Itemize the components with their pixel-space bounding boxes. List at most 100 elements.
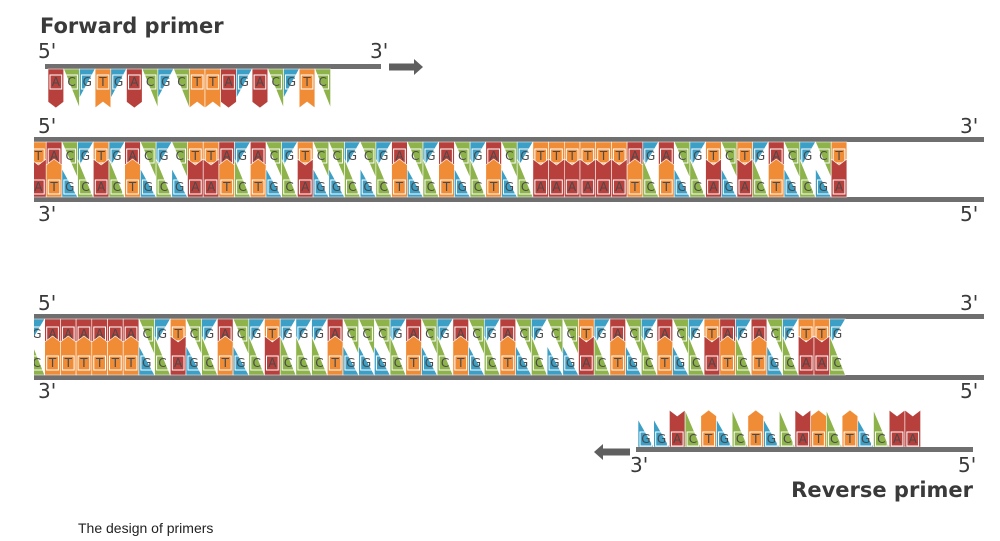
nucleotide-A xyxy=(187,158,204,198)
base-box xyxy=(112,74,126,90)
base-box xyxy=(110,179,124,195)
base-letter: T xyxy=(301,149,310,163)
base-letter: A xyxy=(552,180,561,194)
base-box xyxy=(391,355,405,371)
base-box xyxy=(203,326,216,342)
nucleotide-G xyxy=(515,345,532,376)
base-box xyxy=(470,355,483,371)
base-letter: A xyxy=(52,75,61,89)
base-box xyxy=(765,431,778,447)
nucleotide-A xyxy=(830,158,848,198)
base-box xyxy=(642,326,656,342)
forward-primer-backbone xyxy=(45,64,381,69)
base-box xyxy=(187,326,201,342)
base-letter: C xyxy=(819,149,827,163)
base-letter: T xyxy=(268,327,277,341)
base-letter: T xyxy=(503,356,512,370)
base-box xyxy=(754,179,767,195)
nucleotide-G xyxy=(232,345,250,376)
base-box xyxy=(424,148,438,164)
base-box xyxy=(96,74,110,90)
nucleotide-C xyxy=(342,318,359,356)
base-letter: G xyxy=(676,356,685,370)
base-letter: T xyxy=(98,75,107,89)
base-letter: C xyxy=(678,149,686,163)
base-letter: C xyxy=(347,327,355,341)
base-box xyxy=(267,179,281,195)
base-letter: C xyxy=(271,75,279,89)
nucleotide-G xyxy=(407,168,424,198)
base-letter: G xyxy=(833,327,842,341)
nucleotide-C xyxy=(422,158,440,198)
base-box xyxy=(831,326,844,342)
base-box xyxy=(785,148,799,164)
nucleotide-G xyxy=(735,318,752,348)
base-letter: T xyxy=(64,356,73,370)
base-box xyxy=(721,355,734,371)
base-letter: G xyxy=(519,356,528,370)
base-letter: G xyxy=(363,180,372,194)
base-box xyxy=(517,326,530,342)
base-letter: T xyxy=(191,149,200,163)
base-letter: C xyxy=(378,327,386,341)
nucleotide-C xyxy=(799,158,816,198)
base-letter: C xyxy=(694,180,702,194)
base-letter: C xyxy=(488,356,496,370)
base-letter: A xyxy=(130,75,139,89)
base-box xyxy=(689,355,703,371)
base-letter: C xyxy=(81,180,89,194)
base-box xyxy=(564,355,577,371)
base-box xyxy=(686,431,700,447)
nucleotide-A xyxy=(297,158,314,198)
base-box xyxy=(611,355,625,371)
nucleotide-G xyxy=(374,345,391,376)
nucleotide-C xyxy=(108,158,126,198)
base-letter: C xyxy=(113,180,121,194)
base-letter: G xyxy=(362,356,371,370)
base-letter: G xyxy=(161,75,170,89)
base-box xyxy=(269,74,282,90)
reverse-primer-title: Reverse primer xyxy=(791,478,973,502)
base-letter: A xyxy=(584,180,593,194)
base-letter: G xyxy=(767,432,776,446)
nucleotide-C xyxy=(155,158,173,198)
base-letter: G xyxy=(644,327,653,341)
nucleotide-G xyxy=(328,168,346,198)
base-letter: A xyxy=(504,327,513,341)
base-letter: G xyxy=(756,149,765,163)
base-letter: G xyxy=(316,180,325,194)
base-letter: G xyxy=(550,356,559,370)
nucleotide-G xyxy=(185,345,203,376)
base-letter: G xyxy=(786,327,795,341)
base-box xyxy=(518,148,532,164)
base-letter: G xyxy=(426,149,435,163)
base-letter: A xyxy=(835,180,844,194)
nucleotide-C xyxy=(516,158,534,198)
base-letter: G xyxy=(393,327,402,341)
base-box xyxy=(718,431,731,447)
nucleotide-G xyxy=(201,318,218,348)
base-letter: A xyxy=(568,180,577,194)
base-letter: A xyxy=(410,327,419,341)
base-box xyxy=(297,355,311,371)
base-box xyxy=(532,355,546,371)
base-letter: G xyxy=(112,149,121,163)
base-letter: T xyxy=(709,149,718,163)
base-box xyxy=(375,355,389,371)
base-letter: C xyxy=(877,432,885,446)
base-letter: T xyxy=(34,149,43,163)
base-letter: A xyxy=(537,180,546,194)
base-box xyxy=(141,179,155,195)
base-box xyxy=(707,179,720,195)
base-letter: A xyxy=(709,180,718,194)
nucleotide-C xyxy=(642,158,659,198)
base-letter: G xyxy=(410,180,419,194)
nucleotide-G xyxy=(34,318,46,338)
base-letter: T xyxy=(630,180,639,194)
strand-end-label: 5' xyxy=(38,114,56,138)
base-box xyxy=(627,326,640,342)
base-letter: T xyxy=(814,432,823,446)
base-box xyxy=(639,431,653,447)
base-box xyxy=(801,179,814,195)
base-box xyxy=(143,74,157,90)
